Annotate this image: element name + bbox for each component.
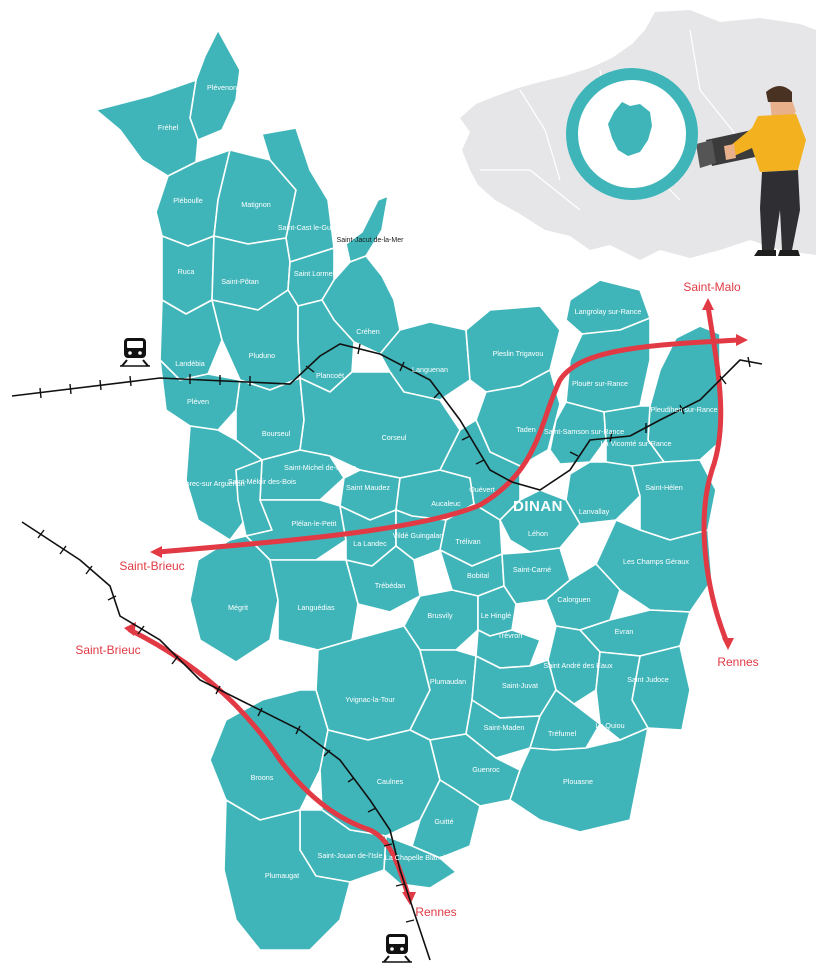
railway-south [21, 521, 431, 961]
label-pleven: Pléven [187, 397, 209, 406]
rail-ticks [37, 343, 751, 923]
label-saint-maden: Saint-Maden [484, 723, 525, 732]
inset-dinan-area [608, 102, 652, 156]
label-trebedan: Trébédan [375, 581, 406, 590]
label-frehel: Fréhel [158, 123, 179, 132]
label-languedias: Languédias [297, 603, 335, 612]
label-saint-malo: Saint-Malo [683, 280, 741, 294]
roads-layer [124, 298, 748, 905]
commune-megrit[interactable] [189, 535, 279, 663]
label-megrit: Mégrit [228, 603, 248, 612]
railway-layer [11, 343, 763, 961]
label-saint-helen: Saint-Hélen [645, 483, 683, 492]
label-saint-juvat: Saint-Juvat [502, 681, 538, 690]
commune-plumaugat[interactable] [223, 799, 351, 951]
label-taden: Taden [516, 425, 536, 434]
road-saint-brieuc-saint-malo [155, 337, 743, 555]
label-pleudihen: Pleudihen sur-Rance [650, 405, 717, 414]
label-trevron: Trévron [498, 631, 523, 640]
label-broons: Broons [251, 773, 274, 782]
label-lanvallay: Lanvallay [579, 507, 610, 516]
label-saint-andre: Saint André des Eaux [543, 661, 613, 670]
label-saint-brieuc-west: Saint-Brieuc [119, 559, 184, 573]
label-corseul: Corseul [382, 433, 407, 442]
label-saint-cast: Saint-Cast le-Guildo [278, 223, 342, 232]
label-langrolay: Langrolay sur-Rance [575, 307, 642, 316]
label-landebia: Landébia [175, 359, 205, 368]
commune-landebia[interactable] [159, 299, 223, 381]
label-saint-carne: Saint-Carné [513, 565, 551, 574]
label-guitte: Guitté [434, 817, 453, 826]
label-bourseul: Bourseul [262, 429, 291, 438]
commune-le-quiou[interactable] [595, 651, 649, 741]
label-saint-meloir: Saint-Méloir des-Bois [228, 477, 297, 486]
label-plelan: Plélan-le-Petit [292, 519, 337, 528]
label-trelivan: Trélivan [455, 537, 480, 546]
label-trefumel: Tréfumel [548, 729, 576, 738]
label-ruca: Ruca [178, 267, 195, 276]
railway-north [11, 343, 763, 491]
label-les-champs: Les Champs Géraux [623, 557, 689, 566]
label-matignon: Matignon [241, 200, 271, 209]
train-icon [382, 934, 412, 963]
label-quevert: Quévert [469, 485, 495, 494]
label-aucaleuc: Aucaleuc [431, 499, 461, 508]
commune-frehel[interactable] [95, 79, 199, 177]
label-languenan: Languenan [412, 365, 448, 374]
label-saint-maudez: Saint Maudez [346, 483, 390, 492]
label-saint-judoce: Saint Judoce [627, 675, 669, 684]
destination-labels: Saint-Malo Rennes Saint-Brieuc Saint-Bri… [75, 280, 758, 919]
label-saint-lormel: Saint Lormel [294, 269, 335, 278]
label-brusvily: Brusvily [427, 611, 453, 620]
road-saint-malo-rennes [701, 303, 729, 643]
label-pluduno: Pluduno [249, 351, 275, 360]
commune-saint-jacut[interactable] [345, 195, 389, 263]
label-plumaugat: Plumaugat [265, 871, 299, 880]
person-illustration [724, 86, 806, 256]
label-rennes-south: Rennes [415, 905, 456, 919]
label-le-quiou: Le Quiou [595, 721, 624, 730]
label-vilde: Vildé Guingalan [393, 531, 444, 540]
label-la-vicomte: La Vicomté sur-Rance [601, 439, 672, 448]
label-la-landec: La Landec [353, 539, 387, 548]
commune-saint-michel[interactable] [259, 449, 345, 501]
label-caulnes: Caulnes [377, 777, 404, 786]
label-pleboulle: Pléboulle [173, 196, 203, 205]
magnifying-glass-icon [566, 68, 760, 200]
commune-labels: Plévenon Fréhel Pléboulle Matignon Saint… [158, 83, 718, 880]
commune-trebedan[interactable] [345, 545, 421, 613]
label-plouasne: Plouasne [563, 777, 593, 786]
label-plevenon: Plévenon [207, 83, 237, 92]
label-guenroc: Guenroc [472, 765, 500, 774]
label-plorec: Plorec-sur Arguenon [179, 479, 245, 488]
label-crehen: Créhen [356, 327, 380, 336]
label-evran: Evran [615, 627, 634, 636]
label-plumaudan: Plumaudan [430, 677, 466, 686]
label-pleslin: Pleslin Trigavou [493, 349, 544, 358]
label-bobital: Bobital [467, 571, 489, 580]
train-icon [120, 338, 150, 367]
label-plouer: Plouër sur-Rance [572, 379, 628, 388]
label-rennes-east: Rennes [717, 655, 758, 669]
label-lehon: Léhon [528, 529, 548, 538]
label-saint-michel: Saint-Michel de-Plélan [284, 463, 356, 472]
town-label-dinan: DINAN [513, 498, 563, 515]
label-yvignac: Yvignac-la-Tour [345, 695, 395, 704]
label-le-hingle: Le Hinglé [481, 611, 511, 620]
label-saint-jouan: Saint-Jouan de-l'Isle [318, 851, 383, 860]
label-saint-potan: Saint-Pôtan [221, 277, 259, 286]
communes-layer [95, 29, 723, 951]
commune-plouasne[interactable] [509, 727, 649, 833]
label-la-chapelle: La Chapelle Blanche [385, 853, 451, 862]
road-saint-brieuc-rennes [127, 627, 411, 898]
label-plancoet: Plancoët [316, 371, 344, 380]
label-calorguen: Calorguen [557, 595, 590, 604]
commune-plelan[interactable] [245, 499, 347, 561]
label-saint-brieuc-south: Saint-Brieuc [75, 643, 140, 657]
label-saint-jacut: Saint-Jacut de-la-Mer [337, 237, 405, 244]
label-saint-samson: Saint-Samson sur-Rance [544, 427, 624, 436]
